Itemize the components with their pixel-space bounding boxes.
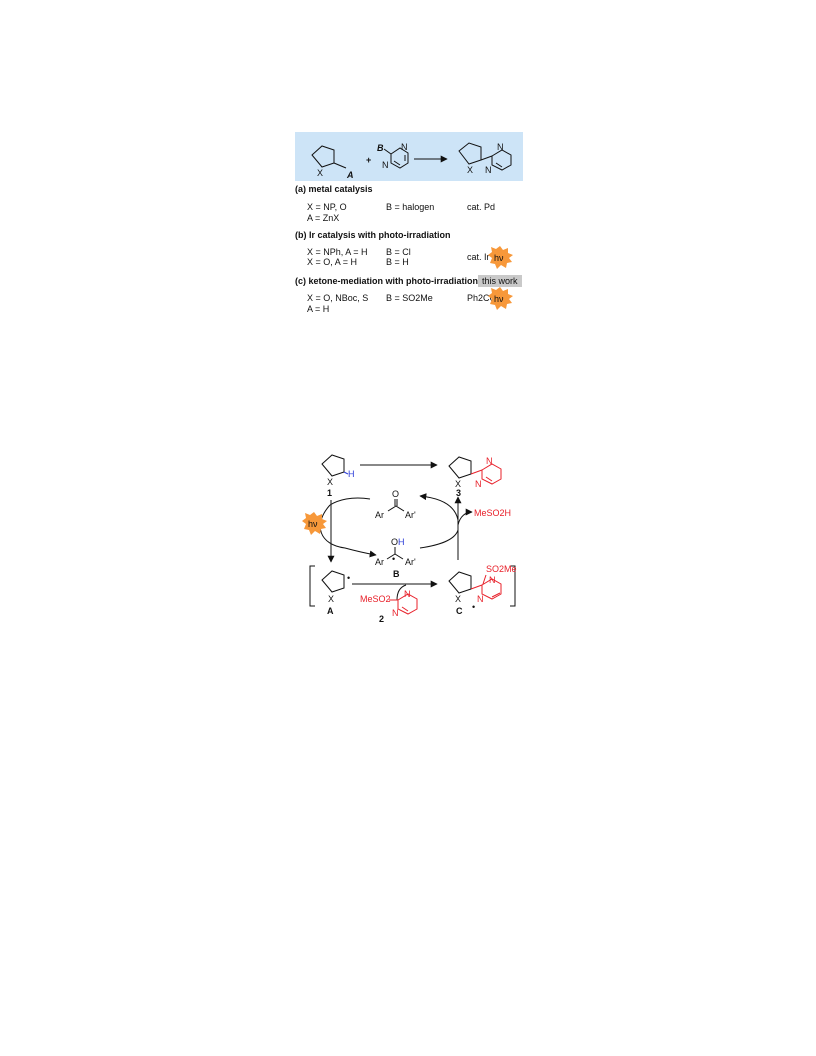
left-bracket: [309, 565, 315, 607]
mechanism: X H 1 X N N 3 MeSO2H O: [302, 454, 517, 624]
svg-text:H: H: [398, 537, 405, 547]
svg-text:O: O: [391, 537, 398, 547]
svg-text:N: N: [485, 165, 492, 175]
svg-text:B: B: [393, 569, 400, 579]
svg-text:Ar': Ar': [405, 510, 416, 520]
section-a: (a) metal catalysis X = NP, O A = ZnX B …: [295, 184, 495, 223]
svg-text:N: N: [475, 479, 482, 489]
ketone-catalyst: O Ar Ar': [375, 489, 416, 520]
svg-text:hν: hν: [494, 294, 504, 304]
svg-text:N: N: [404, 589, 411, 599]
section-b: (b) Ir catalysis with photo-irradiation …: [295, 230, 513, 269]
svg-text:A: A: [327, 606, 334, 616]
svg-text:N: N: [497, 142, 504, 152]
svg-text:Ph2CO: Ph2CO: [467, 293, 497, 303]
reaction-scheme: X A + B N N X N N: [295, 132, 523, 181]
svg-text:N: N: [486, 456, 493, 466]
intermediate-C: X SO2Me N N • C: [448, 564, 517, 616]
svg-text:•: •: [347, 573, 350, 583]
reagent-2-entry-arrow: [396, 584, 407, 601]
svg-text:cat. Ir: cat. Ir: [467, 252, 490, 262]
svg-text:A: A: [346, 170, 354, 180]
svg-text:this work: this work: [482, 276, 518, 286]
svg-text:X: X: [467, 165, 473, 175]
svg-text:B: B: [377, 143, 384, 153]
meso2h-release-arrow: [457, 508, 473, 526]
substrate-ring: X A: [311, 145, 354, 180]
svg-text:3: 3: [456, 488, 461, 498]
svg-text:N: N: [489, 575, 496, 585]
svg-text:X: X: [455, 479, 461, 489]
svg-text:MeSO2: MeSO2: [360, 594, 391, 604]
compound-3: X N N 3: [448, 456, 502, 498]
svg-text:B = SO2Me: B = SO2Me: [386, 293, 433, 303]
svg-text:X = O, NBoc, S: X = O, NBoc, S: [307, 293, 368, 303]
radical-A: • X A: [321, 570, 350, 616]
left-cycle-arc: [319, 504, 377, 558]
svg-text:hν: hν: [308, 519, 318, 529]
svg-text:cat. Pd: cat. Pd: [467, 202, 495, 212]
section-a-title: (a) metal catalysis: [295, 184, 373, 194]
light-badge-icon: hν: [302, 512, 327, 535]
svg-text:X = NP, O: X = NP, O: [307, 202, 347, 212]
svg-text:N: N: [477, 594, 484, 604]
section-c-title: (c) ketone-mediation with photo-irradiat…: [295, 276, 478, 286]
svg-text:X: X: [327, 477, 333, 487]
pyrimidine-reagent: B N N: [377, 142, 409, 170]
svg-text:B = halogen: B = halogen: [386, 202, 434, 212]
svg-text:SO2Me: SO2Me: [486, 564, 517, 574]
svg-text:O: O: [392, 489, 399, 499]
svg-text:N: N: [382, 160, 389, 170]
svg-text:X: X: [455, 594, 461, 604]
svg-text:•: •: [472, 602, 475, 612]
svg-text:1: 1: [327, 488, 332, 498]
svg-text:A = ZnX: A = ZnX: [307, 213, 339, 223]
svg-text:X = O, A = H: X = O, A = H: [307, 257, 357, 267]
light-badge-icon: hν: [488, 287, 513, 310]
right-bracket: [510, 565, 516, 607]
svg-text:hν: hν: [494, 253, 504, 263]
svg-text:Ar: Ar: [375, 510, 384, 520]
svg-text:H: H: [348, 469, 355, 479]
ketyl-radical-B: O H • Ar Ar' B: [375, 537, 416, 579]
svg-text:•: •: [392, 554, 395, 564]
this-work-tag: [478, 275, 522, 287]
svg-text:X: X: [328, 594, 334, 604]
section-b-title: (b) Ir catalysis with photo-irradiation: [295, 230, 451, 240]
light-badge-icon: hν: [488, 246, 513, 269]
svg-text:Ar: Ar: [375, 557, 384, 567]
plus-sign: +: [366, 155, 371, 165]
svg-text:C: C: [456, 606, 463, 616]
section-c: (c) ketone-mediation with photo-irradiat…: [295, 275, 522, 314]
reaction-highlight-box: [295, 132, 523, 181]
svg-text:N: N: [392, 608, 399, 618]
upper-left-arc: [329, 497, 371, 506]
product-structure: X N N: [458, 142, 512, 175]
right-cycle-arc-top: [419, 493, 459, 521]
compound-1: X H 1: [321, 454, 355, 498]
svg-text:Ar': Ar': [405, 557, 416, 567]
svg-text:B = Cl: B = Cl: [386, 247, 411, 257]
svg-text:A = H: A = H: [307, 304, 329, 314]
meso2h-label: MeSO2H: [474, 508, 511, 518]
svg-text:X = NPh, A = H: X = NPh, A = H: [307, 247, 368, 257]
svg-text:X: X: [317, 168, 323, 178]
svg-text:B = H: B = H: [386, 257, 409, 267]
svg-text:2: 2: [379, 614, 384, 624]
svg-text:N: N: [401, 142, 408, 152]
reagent-2: MeSO2 N N 2: [360, 589, 418, 624]
right-cycle-arc-bottom: [419, 529, 459, 549]
